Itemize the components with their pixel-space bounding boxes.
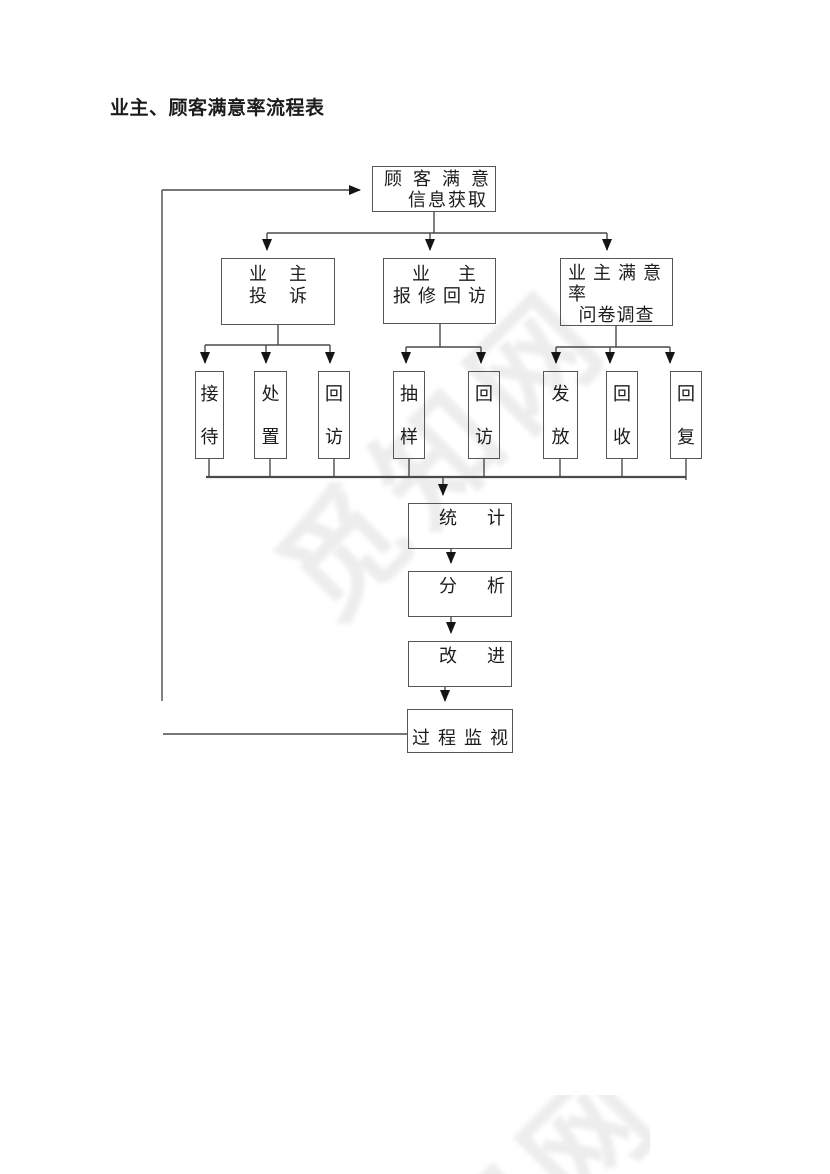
step-followup-2: 回访 [468,371,500,459]
node-process-monitor: 过程监视 [407,709,513,753]
node-improvement: 改进 [408,641,512,687]
collector-connector [206,459,687,496]
owner-complaint-line2: 投诉 [249,286,329,306]
node-analysis: 分析 [408,571,512,617]
page-title: 业主、顾客满意率流程表 [110,98,325,119]
step-reply: 回复 [670,371,702,459]
node-statistics: 统计 [408,503,512,549]
node-owner-complaint: 业主 投诉 [221,258,335,325]
repair-visit-line1: 业主 [412,264,504,284]
satisfaction-survey-line1: 业主满意 [568,263,668,283]
info-acquisition-line1: 顾客满意 [384,169,500,189]
satisfaction-survey-line3: 问卷调查 [578,305,655,325]
analysis-label: 分析 [439,576,535,596]
step-distribution: 发放 [543,371,578,459]
repair-branch-connector [401,324,486,364]
process-chain-connector [440,549,456,702]
step-collection: 回收 [606,371,638,459]
node-repair-visit: 业主 报修回访 [383,258,496,324]
step-reception: 接待 [195,371,224,459]
step-handling: 处置 [254,371,287,459]
step-followup-1: 回访 [318,371,350,459]
complaint-branch-connector [200,325,335,364]
process-monitor-label: 过程监视 [412,728,516,748]
repair-visit-line2: 报修回访 [393,286,493,306]
survey-branch-connector [551,326,675,364]
statistics-label: 统计 [439,508,535,528]
owner-complaint-line1: 业主 [249,264,329,284]
node-satisfaction-survey: 业主满意 率 问卷调查 [560,258,673,326]
improvement-label: 改进 [439,646,535,666]
node-info-acquisition: 顾客满意 信息获取 [372,166,496,212]
info-acquisition-line2: 信息获取 [408,190,488,210]
top-branch-connector [262,212,612,251]
satisfaction-survey-line2: 率 [568,284,586,304]
feedback-connector [161,185,408,735]
step-sampling: 抽样 [393,371,425,459]
